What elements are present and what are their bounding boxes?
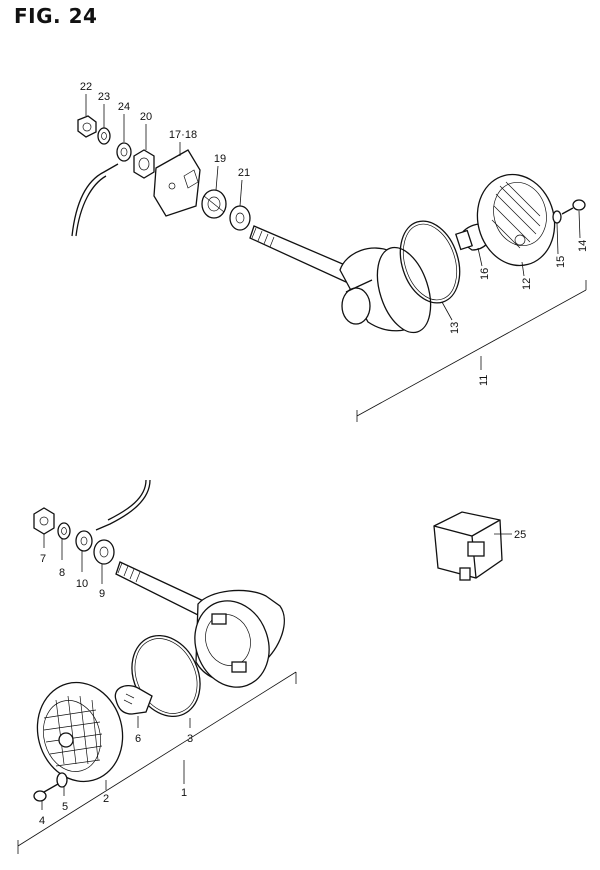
callout-3: 3 xyxy=(187,733,193,745)
callout-10: 10 xyxy=(76,578,88,590)
wire-lower xyxy=(95,479,151,531)
part-12-lens xyxy=(476,173,556,267)
callout-2: 2 xyxy=(103,793,109,805)
callout-11: 11 xyxy=(478,375,490,386)
callout-4: 4 xyxy=(39,815,45,827)
callout-17-18: 17·18 xyxy=(169,129,197,141)
part-2-lens xyxy=(36,681,124,783)
part-25-relay: 25 xyxy=(433,511,526,581)
figure-title: FIG. 24 xyxy=(14,4,98,28)
callout-5: 5 xyxy=(62,801,68,813)
part-13-gasket xyxy=(399,220,461,304)
part-4-screw xyxy=(33,783,59,802)
part-22-nut xyxy=(77,115,97,138)
callout-24: 24 xyxy=(118,101,130,113)
lower-turn-signal-assembly: 7 8 10 9 6 3 2 1 4 5 xyxy=(17,479,297,854)
upper-turn-signal-assembly: 22 23 24 20 17·18 19 21 16 12 15 14 13 1… xyxy=(71,81,589,422)
callout-12: 12 xyxy=(521,278,533,290)
callout-20: 20 xyxy=(140,111,152,123)
part-20-nut xyxy=(133,149,155,179)
part-17-18-bracket xyxy=(153,149,201,217)
part-14-screw xyxy=(561,199,586,215)
part-15-washer xyxy=(552,210,562,224)
upper-stem xyxy=(249,225,353,283)
part-24-terminal xyxy=(116,142,132,162)
upper-housing xyxy=(339,246,432,334)
callout-21: 21 xyxy=(238,167,250,179)
callout-22: 22 xyxy=(80,81,92,93)
group-bracket-11 xyxy=(356,280,587,422)
callout-15: 15 xyxy=(555,256,567,268)
callout-8: 8 xyxy=(59,567,65,579)
callout-23: 23 xyxy=(98,91,110,103)
part-10-terminal xyxy=(75,530,93,552)
callout-9: 9 xyxy=(99,588,105,600)
part-21-washer xyxy=(229,205,251,231)
callout-7: 7 xyxy=(40,553,46,565)
group-bracket-1 xyxy=(17,671,297,854)
part-9-washer xyxy=(93,539,115,565)
part-6-bulb xyxy=(114,685,153,715)
part-7-nut xyxy=(33,507,55,535)
part-23-washer xyxy=(97,127,111,145)
part-19-grommet xyxy=(201,189,227,219)
callout-1: 1 xyxy=(181,787,187,799)
wire-upper xyxy=(71,163,119,237)
lower-housing xyxy=(194,589,285,688)
lower-stem xyxy=(115,561,211,619)
callout-6: 6 xyxy=(135,733,141,745)
part-5-washer xyxy=(56,772,68,788)
callout-13: 13 xyxy=(449,322,461,334)
callout-16: 16 xyxy=(479,268,491,280)
part-8-washer xyxy=(57,522,71,540)
callout-19: 19 xyxy=(214,153,226,165)
callout-25: 25 xyxy=(514,529,526,541)
callout-14: 14 xyxy=(577,240,589,252)
